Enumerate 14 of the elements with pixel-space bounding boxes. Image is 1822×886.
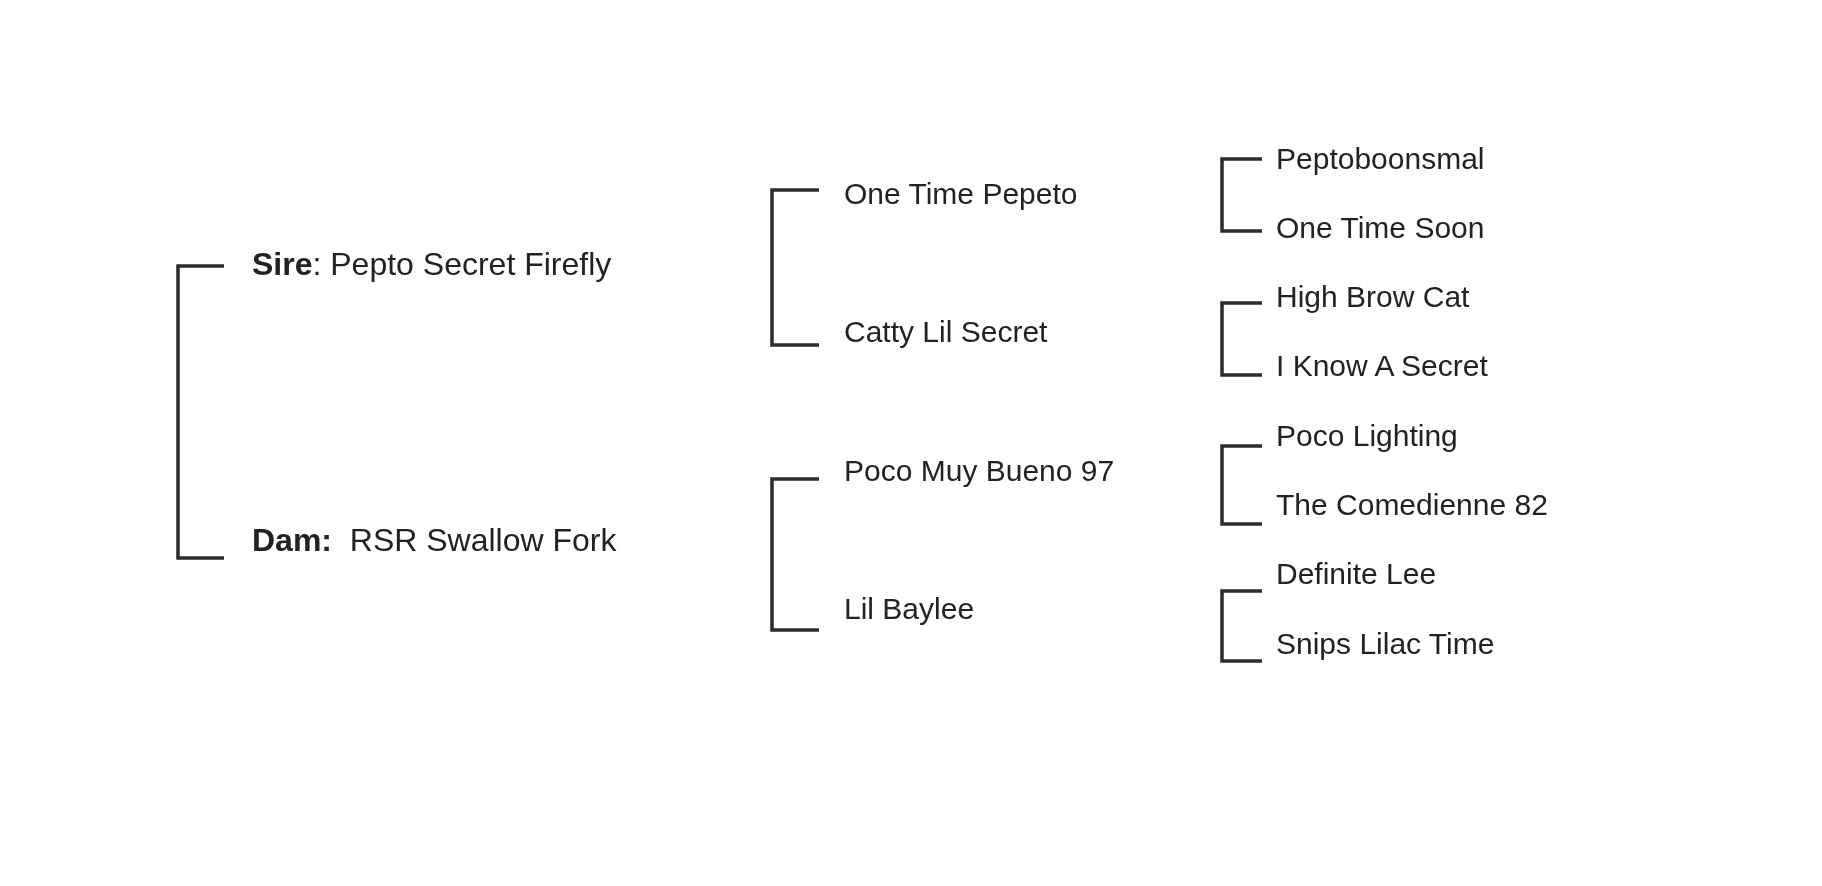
pedigree-name: One Time Pepeto [844,176,1078,212]
pedigree-name: Dam: RSR Swallow Fork [252,520,617,560]
pedigree-name: Peptoboonsmal [1276,141,1485,177]
pedigree-name: The Comedienne 82 [1276,487,1548,523]
pedigree-name: Sire: Pepto Secret Firefly [252,244,612,284]
pedigree-name: High Brow Cat [1276,279,1470,315]
pedigree-name: Snips Lilac Time [1276,626,1495,662]
pedigree-name: I Know A Secret [1276,348,1488,384]
pedigree-name: Poco Muy Bueno 97 [844,453,1115,489]
pedigree-name: Catty Lil Secret [844,314,1048,350]
pedigree-name: Lil Baylee [844,591,975,627]
pedigree-name: Poco Lighting [1276,418,1458,454]
pedigree-name: Definite Lee [1276,556,1437,592]
pedigree-name: One Time Soon [1276,210,1485,246]
